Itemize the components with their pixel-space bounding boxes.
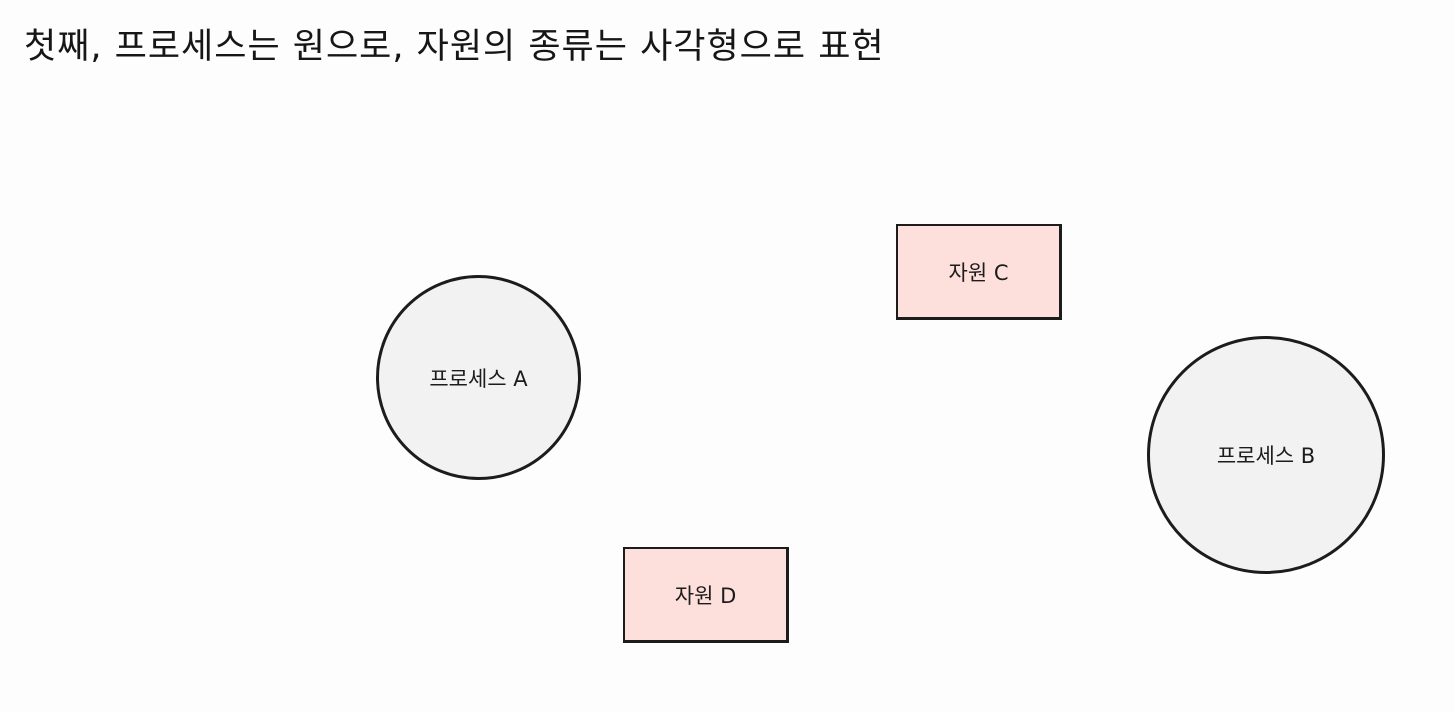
resource-d-box: 자원 D <box>623 547 789 643</box>
resource-c-label: 자원 C <box>948 260 1009 285</box>
resource-d-label: 자원 D <box>674 583 737 608</box>
process-a-label: 프로세스 A <box>429 366 528 391</box>
resource-c-box: 자원 C <box>896 224 1062 320</box>
process-b-label: 프로세스 B <box>1216 444 1316 468</box>
process-a-circle: 프로세스 A <box>376 275 581 480</box>
slide-title: 첫째, 프로세스는 원으로, 자원의 종류는 사각형으로 표현 <box>24 27 885 67</box>
process-b-circle: 프로세스 B <box>1147 336 1385 574</box>
